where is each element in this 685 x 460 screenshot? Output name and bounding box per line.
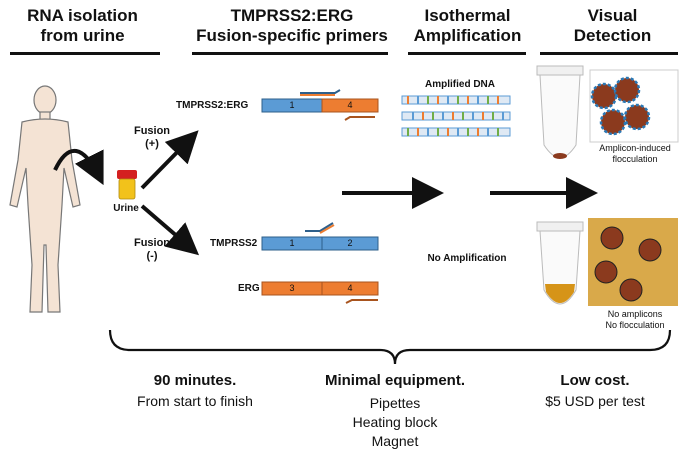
segment-tmprss2-b: 2 [347,238,353,248]
header-fusion-primers: TMPRSS2:ERG Fusion-specific primers [196,6,388,45]
erg-label: ERG [238,283,260,294]
no-flocculation-caption: No amplicons No flocculation [605,309,665,330]
footer-time-title: 90 minutes. [153,372,237,389]
tmprss2-gene-bar [261,222,379,251]
fusion-negative-label: Fusion (-) [133,237,171,262]
header-underline-1 [10,52,160,55]
fusion-neg-arrow [140,204,200,256]
header-underline-3 [408,52,526,55]
footer-time-line: From start to finish [137,393,253,409]
footer-equipment-line-3: Magnet [371,433,419,449]
segment-erg-b: 4 [347,283,353,293]
header-rna-isolation: RNA isolation from urine [27,6,138,45]
segment-fusion-a: 1 [289,100,295,110]
header-underline-4 [540,52,678,55]
footer-cost-title: Low cost. [560,372,630,389]
segment-tmprss2-a: 1 [289,238,295,248]
header-underline-2 [192,52,388,55]
segment-fusion-b: 4 [347,100,353,110]
sample-arrow [53,149,104,186]
erg-gene-bar [261,281,379,304]
summary-brace [108,329,672,365]
fusion-positive-label: Fusion (+) [133,125,171,150]
human-figure-icon [9,85,81,313]
urine-cup-icon [117,170,137,200]
amplified-dna-label: Amplified DNA [425,79,495,90]
header-visual-detection: Visual Detection [573,6,652,45]
footer-equipment-title: Minimal equipment. [324,372,465,389]
header-isothermal-amplification: Isothermal Amplification [413,6,522,45]
fusion-gene-bar [261,89,379,121]
footer-equipment-line-2: Heating block [352,414,438,430]
positive-tube-icon [536,65,584,159]
amplified-dna-icon [401,95,511,137]
flocculation-caption: Amplicon-induced flocculation [599,143,671,164]
urine-label: Urine [113,203,139,214]
tmprss2-label: TMPRSS2 [210,238,258,249]
negative-tube-icon [536,221,584,305]
footer-equipment-line-1: Pipettes [369,395,421,411]
flocculation-panel [589,69,679,143]
footer-cost-line: $5 USD per test [545,393,645,409]
no-flocculation-panel [588,218,678,306]
fusion-pos-arrow [140,130,199,190]
segment-erg-a: 3 [289,283,295,293]
tmprss2-erg-label: TMPRSS2:ERG [176,100,249,111]
no-amplification-label: No Amplification [427,253,507,264]
